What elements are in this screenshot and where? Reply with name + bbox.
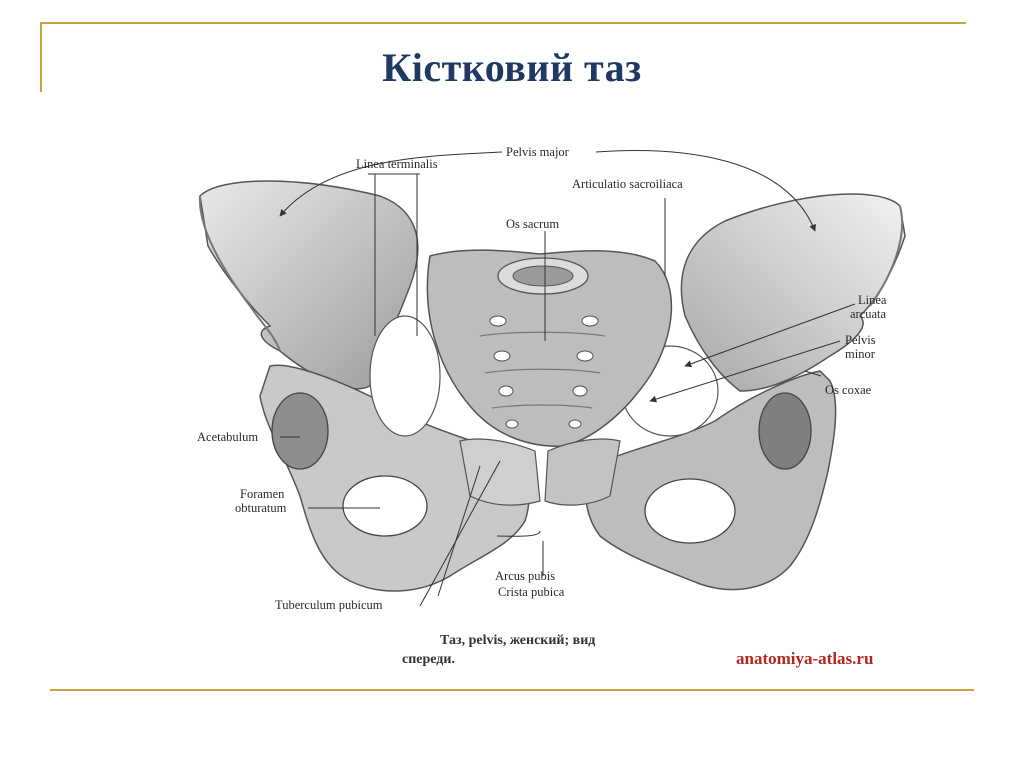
- left-ilium-rim: [198, 195, 281, 352]
- right-acetabulum: [758, 392, 812, 470]
- leader-lines: [279, 150, 856, 607]
- left-obturator-foramen: [342, 475, 428, 537]
- label-os-sacrum: Os sacrum: [506, 217, 559, 231]
- left-pubis: [459, 438, 541, 506]
- source-credit: anatomiya-atlas.ru: [736, 649, 873, 668]
- right-obturator-foramen: [644, 478, 736, 544]
- label-linea-arcuata-1: Linea: [858, 293, 887, 307]
- label-os-coxae: Os coxae: [825, 383, 872, 397]
- label-pelvis-minor-1: Pelvis: [845, 333, 876, 347]
- label-crista-pubica: Crista pubica: [498, 585, 565, 599]
- top-rule: [40, 22, 966, 24]
- pelvis-figure: Pelvis major Linea terminalis Articulati…: [197, 145, 906, 668]
- label-pelvis-minor-2: minor: [845, 347, 876, 361]
- label-pelvis-major: Pelvis major: [506, 145, 570, 159]
- right-ilium-rim: [869, 205, 904, 307]
- right-pubis: [544, 438, 621, 506]
- sacral-foramina: [489, 315, 599, 429]
- label-obturatum: obturatum: [235, 501, 287, 515]
- bottom-rule: [50, 689, 974, 691]
- slide-title: Кістковий таз: [382, 45, 642, 90]
- label-tuberculum-pubicum: Tuberculum pubicum: [275, 598, 383, 612]
- label-acetabulum: Acetabulum: [197, 430, 258, 444]
- sacral-canal: [512, 265, 574, 287]
- right-ilium: [680, 193, 906, 392]
- label-arcus-pubis: Arcus pubis: [495, 569, 555, 583]
- left-rule: [40, 22, 42, 92]
- left-inlet-opening: [369, 315, 441, 437]
- sacrum: [426, 249, 673, 447]
- sacral-ridges: [479, 331, 606, 409]
- left-acetabulum: [271, 392, 329, 470]
- label-foramen: Foramen: [240, 487, 285, 501]
- label-articulatio-sacroiliaca: Articulatio sacroiliaca: [572, 177, 683, 191]
- label-linea-arcuata-2: arcuata: [850, 307, 887, 321]
- label-linea-terminalis: Linea terminalis: [356, 157, 438, 171]
- figure-caption-line-2: спереди.: [402, 652, 455, 667]
- figure-caption-line-1: Таз, pelvis, женский; вид: [440, 633, 595, 648]
